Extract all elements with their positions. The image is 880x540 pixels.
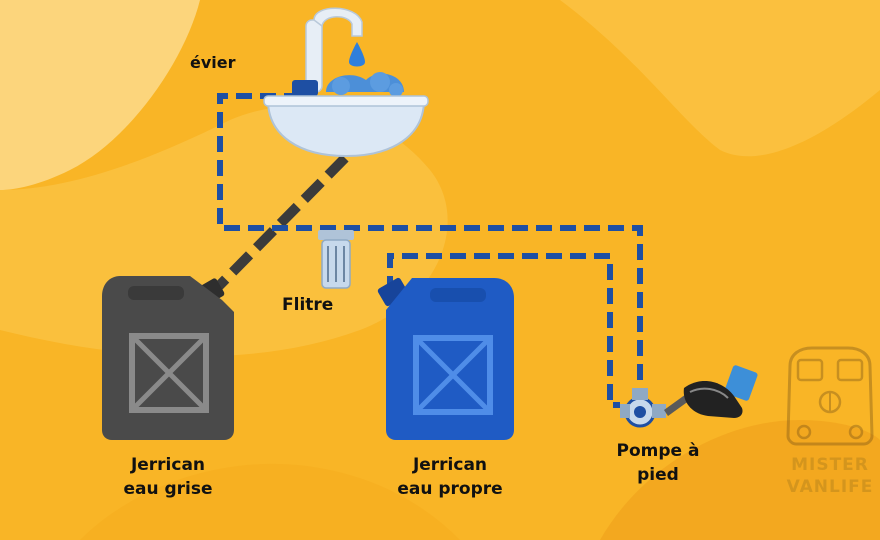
watermark-line1: MISTER xyxy=(791,455,869,475)
background-blob-bottom xyxy=(80,463,460,540)
background-blob-top-right xyxy=(560,0,880,157)
sink-label: évier xyxy=(190,53,236,72)
jerrican-blue-icon xyxy=(377,277,514,440)
clean-jerrican-label-line1: Jerrican xyxy=(412,455,487,475)
pump-label-line1: Pompe à xyxy=(617,441,700,461)
shoe-icon xyxy=(683,365,758,418)
background-blob-light xyxy=(0,0,200,190)
van-logo-icon xyxy=(786,346,874,446)
clean-water-supply-pipe xyxy=(217,93,643,392)
grey-jerrican-label-line2: eau grise xyxy=(123,479,212,499)
pump-label-line2: pied xyxy=(637,465,679,485)
watermark-line2: VANLIFE xyxy=(787,477,874,497)
jerrican-grey-icon xyxy=(102,276,234,440)
background-blob-bottom-right xyxy=(600,420,880,540)
clean-water-suction-pipe xyxy=(387,253,620,408)
clean-jerrican-label-line2: eau propre xyxy=(397,479,502,499)
sink-icon xyxy=(263,72,429,158)
filter-icon xyxy=(318,230,354,289)
water-drop-icon xyxy=(349,42,365,67)
grey-jerrican-label-line1: Jerrican xyxy=(130,455,205,475)
filter-label: Flitre xyxy=(282,295,333,315)
faucet-icon xyxy=(292,7,363,96)
